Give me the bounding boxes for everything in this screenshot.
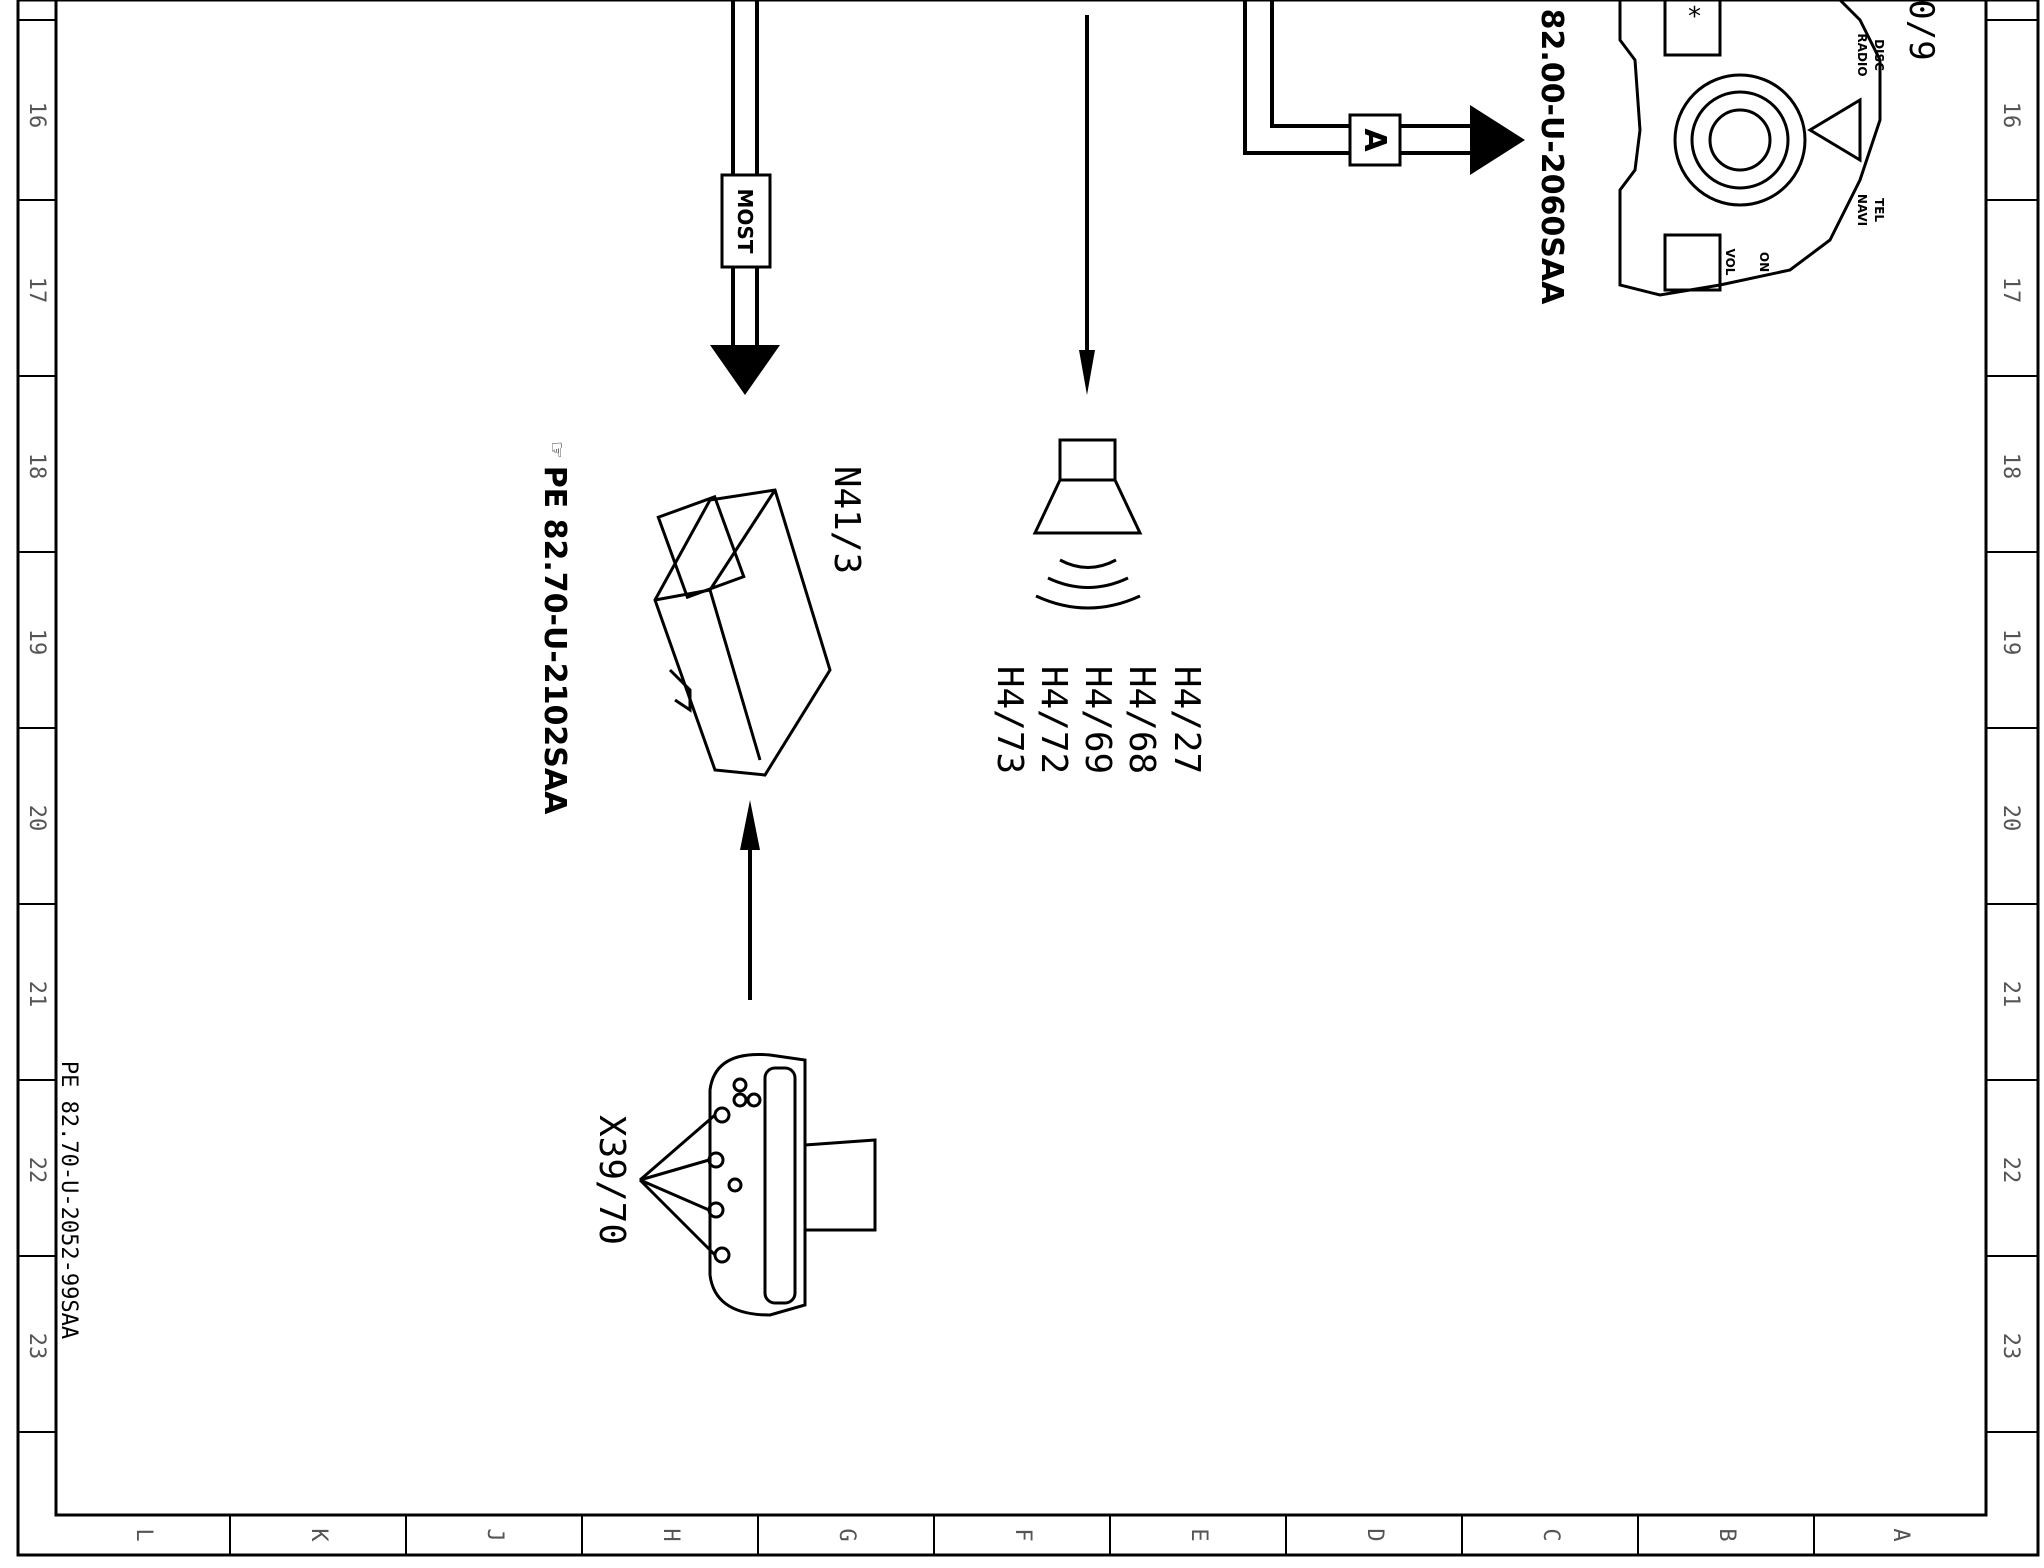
right-row-labels: 16 17 18 19 20 21 22 23	[1998, 102, 2023, 1360]
a-connection: A	[1243, 0, 1525, 175]
row-label: 19	[24, 629, 49, 656]
hand-pointer-icon: ☞	[545, 441, 569, 459]
disc-label: DISC	[1872, 39, 1886, 71]
row-label: 18	[1998, 453, 2023, 480]
row-label: 21	[1998, 981, 2023, 1008]
row-label: 19	[1998, 629, 2023, 656]
vol-label: VOL	[1723, 249, 1737, 276]
module-label: N41/3	[826, 466, 867, 574]
tel-label: TEL	[1872, 198, 1886, 222]
column-label: E	[1186, 1528, 1211, 1541]
column-label: G	[834, 1528, 859, 1541]
on-label: ON	[1757, 252, 1771, 272]
speaker-label: H4/68	[1121, 666, 1162, 774]
row-label: 16	[24, 102, 49, 129]
speaker-icon	[1032, 438, 1143, 610]
column-label: H	[658, 1528, 683, 1541]
radio-label: RADIO	[1855, 33, 1869, 76]
a-label: A	[1357, 128, 1392, 152]
column-label: A	[1888, 1528, 1913, 1541]
row-label: 22	[24, 1157, 49, 1184]
control-unit-label: 0/9	[1901, 0, 1941, 61]
right-row-ticks	[1986, 19, 2038, 1433]
module-ref-group: ☞ PE 82.70-U-2102SAA	[537, 441, 572, 815]
column-label: B	[1714, 1528, 1739, 1541]
speaker-arrowhead	[1079, 350, 1095, 395]
module-icon	[653, 488, 832, 777]
module-ref: PE 82.70-U-2102SAA	[537, 466, 572, 815]
most-label-box	[720, 173, 772, 269]
speaker-label: H4/73	[989, 666, 1030, 774]
bottom-column-labels: L K J H G F E D C B A	[131, 1528, 1913, 1542]
column-label: K	[306, 1528, 331, 1542]
row-label: 16	[1998, 102, 2023, 129]
row-label: 23	[24, 1333, 49, 1360]
row-label: 21	[24, 981, 49, 1008]
speaker-label: H4/72	[1033, 666, 1074, 774]
speaker-label: H4/69	[1077, 666, 1118, 774]
a-arrowhead	[1470, 105, 1525, 175]
row-label: 20	[1998, 805, 2023, 832]
svg-text:*: *	[1688, 2, 1701, 32]
row-label: 17	[1998, 277, 2023, 304]
most-arrowhead	[710, 345, 780, 395]
control-unit-icon: * DISC RADIO TEL NAVI VOL ON	[1618, 0, 1886, 297]
speaker-label: H4/27	[1166, 666, 1207, 774]
column-label: D	[1362, 1528, 1387, 1541]
inner-border	[54, 0, 1988, 1517]
connector-to-module-line	[740, 800, 760, 1000]
connector-icon	[638, 1052, 877, 1317]
column-label: F	[1010, 1528, 1035, 1541]
a-label-box	[1348, 113, 1402, 167]
speaker-signal-line	[1079, 15, 1095, 395]
row-label: 22	[1998, 1157, 2023, 1184]
module-arrowhead	[740, 800, 760, 850]
connector-label: X39/70	[591, 1115, 632, 1245]
row-label: 20	[24, 805, 49, 832]
row-label: 17	[24, 277, 49, 304]
column-label: J	[482, 1528, 507, 1541]
row-label: 23	[1998, 1333, 2023, 1360]
row-label: 18	[24, 453, 49, 480]
most-bus: MOST	[710, 0, 780, 395]
left-row-ticks	[18, 19, 56, 1433]
navi-label: NAVI	[1855, 194, 1869, 226]
document-number: PE 82.70-U-2052-99SAA	[56, 1061, 81, 1339]
left-row-labels: 16 17 18 19 20 21 22 23	[24, 102, 49, 1360]
control-unit-ref: PE 82.00-U-2060SAA	[1534, 0, 1569, 305]
outer-border	[16, 0, 2040, 1557]
column-label: C	[1538, 1528, 1563, 1541]
column-label: L	[131, 1528, 156, 1541]
bottom-column-ticks	[229, 1515, 1815, 1555]
most-label: MOST	[733, 189, 757, 254]
